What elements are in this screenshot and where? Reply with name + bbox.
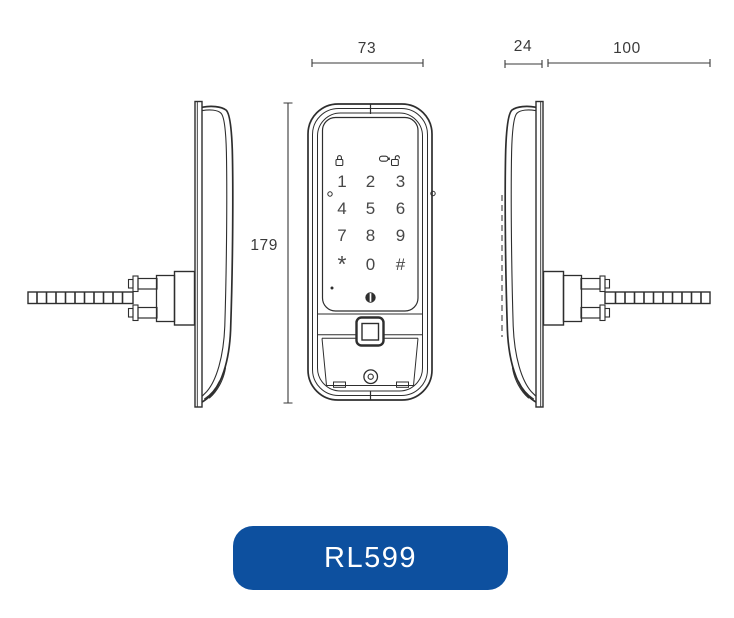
key-8[interactable]: 8 — [366, 226, 375, 245]
side-screw-right — [430, 190, 436, 197]
dimension-height-label: 179 — [250, 237, 278, 254]
indicator-dot — [330, 286, 334, 290]
key-hash[interactable]: # — [396, 255, 406, 274]
dimension-height: 179 — [250, 102, 293, 404]
key-0[interactable]: 0 — [366, 255, 375, 274]
mounting-plate — [194, 100, 203, 408]
lock-dimension-drawing: 73 24 100 179 — [27, 38, 711, 408]
front-body-outline — [307, 103, 433, 401]
mount-post-top — [137, 277, 158, 290]
mount-bolts — [127, 275, 139, 322]
cover-tab-right — [396, 381, 409, 388]
spindle-mount — [173, 270, 196, 326]
key-5[interactable]: 5 — [366, 199, 375, 218]
dimension-spindle-length: 100 — [547, 40, 711, 67]
dimension-depth: 24 — [504, 38, 543, 68]
lock-body-profile — [201, 105, 234, 403]
key-star[interactable]: * — [338, 251, 347, 277]
key-6[interactable]: 6 — [396, 199, 405, 218]
mount-post-bottom — [137, 306, 158, 319]
key-9[interactable]: 9 — [396, 226, 405, 245]
keypad-panel — [321, 116, 419, 312]
side-screw-left — [327, 191, 333, 197]
dimension-depth-label: 24 — [514, 38, 532, 55]
side-view-left — [27, 100, 234, 408]
key-4[interactable]: 4 — [337, 199, 346, 218]
key-7[interactable]: 7 — [337, 226, 346, 245]
fingerprint-sensor[interactable] — [355, 316, 385, 347]
dimension-width-label: 73 — [358, 40, 376, 57]
front-view: 1 2 3 4 5 6 7 8 9 * 0 # — [307, 103, 436, 401]
key-3[interactable]: 3 — [396, 172, 405, 191]
lock-closed-icon — [335, 155, 344, 167]
bottom-screw — [363, 369, 379, 385]
dimension-spindle-length-label: 100 — [613, 40, 641, 57]
lock-open-icon — [390, 155, 401, 167]
cover-tab-left — [333, 381, 346, 388]
power-icon[interactable] — [365, 292, 376, 303]
key-1[interactable]: 1 — [337, 172, 346, 191]
key-2[interactable]: 2 — [366, 172, 375, 191]
spindle-shaft — [27, 291, 134, 305]
dimension-width: 73 — [311, 40, 424, 67]
keypad: 1 2 3 4 5 6 7 8 9 * 0 # — [337, 172, 406, 277]
model-badge-label: RL599 — [324, 541, 417, 574]
model-badge[interactable]: RL599 — [233, 526, 508, 590]
side-view-right — [501, 100, 711, 408]
battery-icon — [378, 155, 390, 162]
